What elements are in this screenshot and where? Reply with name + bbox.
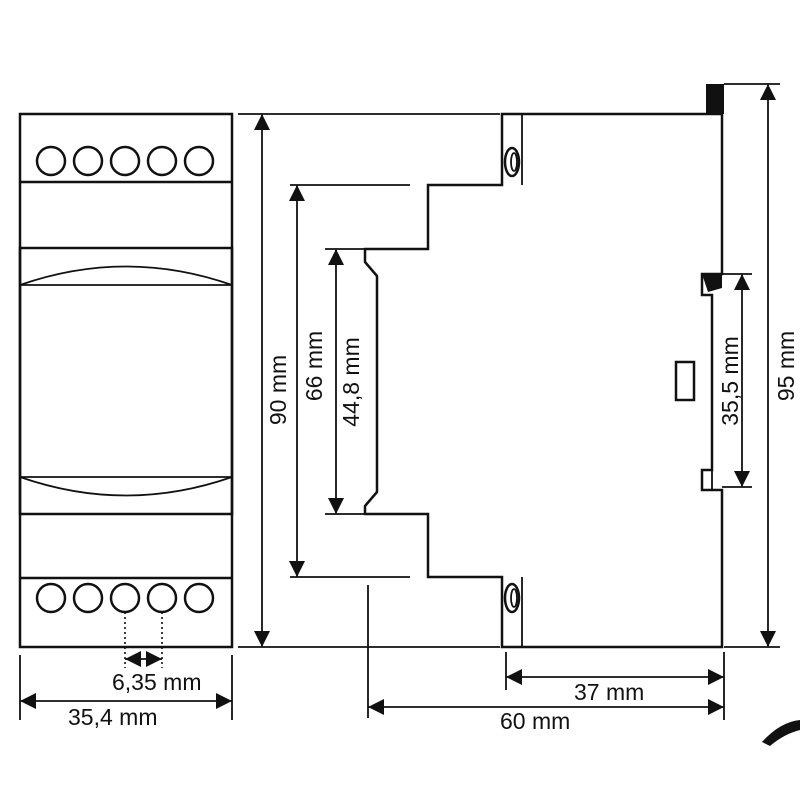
terminal-screw-icon	[146, 145, 178, 177]
terminal-screw-icon	[35, 145, 67, 177]
total-height-label: 95 mm	[773, 331, 799, 401]
front-window-bottom-curve	[19, 476, 233, 497]
front-height-label: 90 mm	[265, 355, 291, 425]
front-width-label: 35,4 mm	[68, 704, 157, 730]
side-view: 66 mm 44,8 mm 35,5 mm 95 mm	[288, 83, 800, 746]
body-height-label: 66 mm	[301, 331, 327, 401]
window-height-label: 44,8 mm	[338, 337, 364, 426]
terminal-screw-icon	[109, 582, 141, 614]
terminal-screw-icon	[72, 582, 104, 614]
terminal-screw-icon	[183, 582, 215, 614]
terminal-screw-icon	[183, 145, 215, 177]
bottom-terminal-row	[35, 582, 215, 614]
terminal-pitch-label: 6,35 mm	[112, 669, 201, 695]
terminal-screw-icon	[35, 582, 67, 614]
side-screw-bottom-inner	[510, 588, 518, 608]
rail-depth-label: 37 mm	[574, 679, 644, 705]
terminal-screw-icon	[109, 145, 141, 177]
rail-clip-top-icon	[706, 84, 724, 114]
terminal-screw-icon	[146, 582, 178, 614]
rail-height-label: 35,5 mm	[717, 336, 743, 425]
front-view-outline	[18, 112, 234, 649]
front-window-top-curve	[19, 265, 233, 286]
total-depth-label: 60 mm	[500, 708, 570, 734]
front-height-dimension: 90 mm	[238, 113, 500, 648]
rail-latch-bottom	[702, 469, 713, 490]
side-screw-top-inner	[510, 152, 518, 172]
rear-slot	[674, 360, 696, 402]
top-terminal-row	[35, 145, 215, 177]
front-face-panel	[18, 246, 234, 516]
side-profile-outline	[363, 112, 724, 649]
front-view: 6,35 mm 35,4 mm	[18, 112, 234, 730]
terminal-screw-icon	[72, 145, 104, 177]
corner-curve-fragment	[762, 720, 800, 746]
rail-latch-icon	[702, 274, 722, 292]
